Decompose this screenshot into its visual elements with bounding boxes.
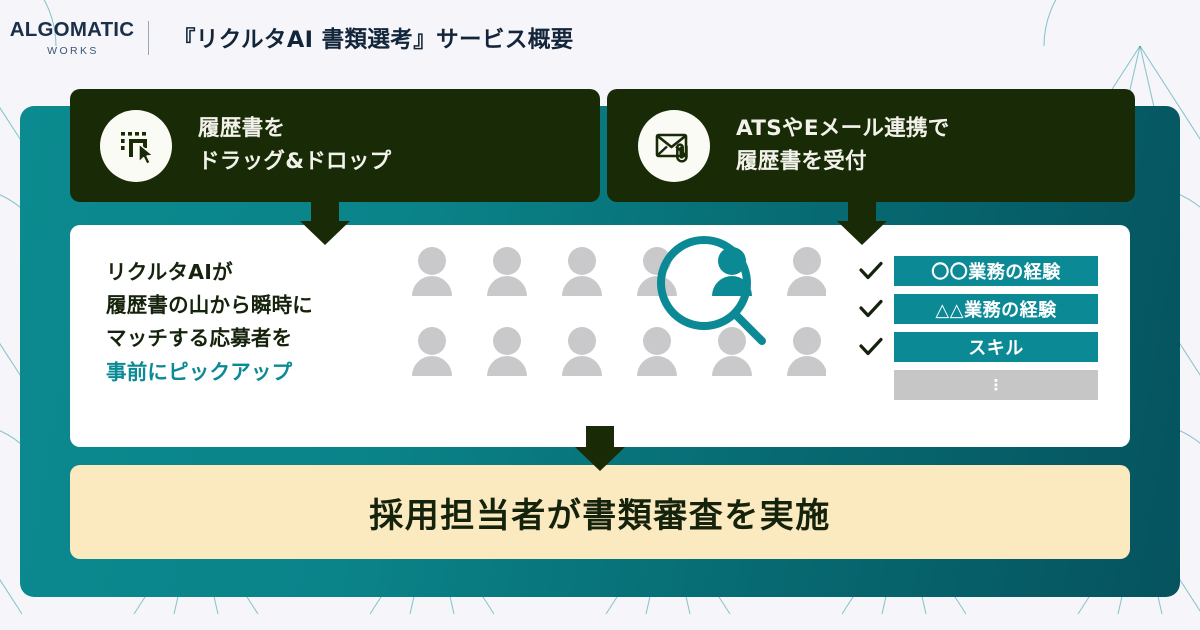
logo-wordmark: ALGOMATIC [9, 18, 135, 41]
description-line-1: リクルタAIが [106, 260, 233, 284]
step-line-1: 履歴書を [198, 115, 286, 141]
arrow-down-right-stem [848, 202, 876, 222]
description-line-4-accent: 事前にピックアップ [106, 359, 293, 384]
criteria-label: △△業務の経験 [894, 294, 1098, 324]
criteria-label: スキル [894, 332, 1098, 362]
step-box-drag-and-drop-text: 履歴書を ドラッグ&ドロップ [198, 113, 391, 178]
description-line-2: 履歴書の山から瞬時に [106, 293, 313, 318]
step-box-ats-email-text: ATSやEメール連携で 履歴書を受付 [736, 113, 950, 178]
criteria-more-indicator: ⋮ [894, 370, 1098, 400]
criteria-row: 〇〇業務の経験 [858, 256, 1098, 286]
step-line-1: ATSやEメール連携で [736, 115, 950, 141]
arrow-down-center-icon [575, 447, 625, 471]
applicant-pool-grid [406, 236, 827, 398]
arrow-down-right-icon [837, 221, 887, 245]
criteria-row-more: ⋮ [858, 370, 1098, 400]
step-box-ats-email: ATSやEメール連携で 履歴書を受付 [607, 89, 1135, 202]
criteria-row: △△業務の経験 [858, 294, 1098, 324]
description-line-3: マッチする応募者を [106, 326, 293, 351]
arrow-down-center-stem [586, 426, 614, 448]
matched-criteria-list: 〇〇業務の経験 △△業務の経験 スキル ⋮ [858, 256, 1098, 400]
ai-matching-description: リクルタAIが 履歴書の山から瞬時に マッチする応募者を 事前にピックアップ [106, 256, 313, 389]
envelope-attachment-icon [638, 109, 710, 182]
criteria-row: スキル [858, 332, 1098, 362]
criteria-label: 〇〇業務の経験 [894, 256, 1098, 286]
page-title: 『リクルタAI 書類選考』サービス概要 [173, 27, 574, 53]
page-header: ALGOMATIC WORKS 『リクルタAI 書類選考』サービス概要 [0, 0, 1200, 76]
check-icon [858, 298, 884, 320]
drag-select-cursor-icon [100, 109, 172, 182]
outcome-banner-text: 採用担当者が書類審査を実施 [369, 495, 831, 536]
arrow-down-left-icon [300, 221, 350, 245]
algomatic-works-logo: ALGOMATIC WORKS [10, 19, 134, 57]
highlighted-applicant [712, 247, 752, 296]
check-icon [858, 336, 884, 358]
step-box-drag-and-drop: 履歴書を ドラッグ&ドロップ [70, 89, 600, 202]
step-line-2: 履歴書を受付 [736, 148, 867, 174]
check-icon [858, 260, 884, 282]
arrow-down-left-stem [311, 202, 339, 222]
ai-matching-panel: リクルタAIが 履歴書の山から瞬時に マッチする応募者を 事前にピックアップ [70, 225, 1130, 447]
logo-subtext: WORKS [47, 44, 99, 57]
outcome-banner: 採用担当者が書類審査を実施 [70, 465, 1130, 559]
step-line-2: ドラッグ&ドロップ [198, 148, 392, 174]
header-divider [148, 21, 149, 55]
